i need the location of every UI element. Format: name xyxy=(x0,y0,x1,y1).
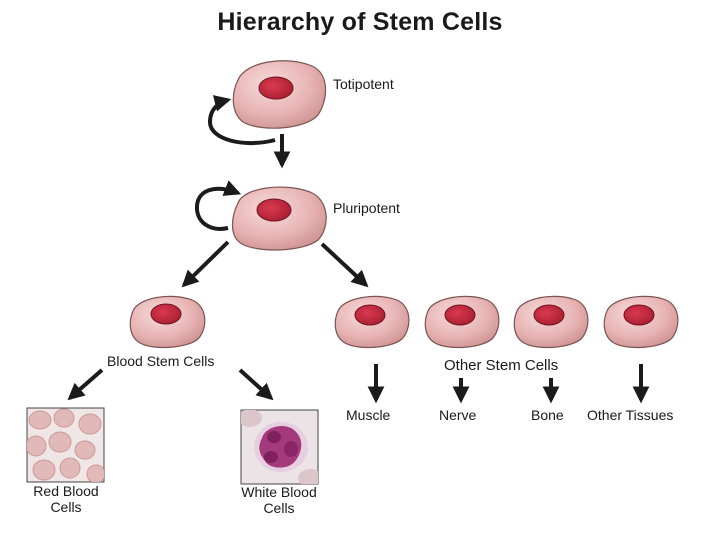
white-blood-cell-image xyxy=(240,409,319,485)
pluripotent-to-blood-arrow xyxy=(181,240,230,288)
pluripotent-label: Pluripotent xyxy=(333,200,400,216)
nerve-label: Nerve xyxy=(439,407,477,423)
blood-to-red-arrow xyxy=(67,368,104,401)
white-blood-cells-label-line1: White Blood xyxy=(241,484,317,500)
totipotent-label: Totipotent xyxy=(333,76,394,92)
diagram-title: Hierarchy of Stem Cells xyxy=(217,8,503,36)
red-blood-cells-label-line2: Cells xyxy=(50,499,82,515)
other-stem-cells-label: Other Stem Cells xyxy=(444,357,559,374)
other-tissues-label: Other Tissues xyxy=(587,407,674,423)
pluripotent-to-other-arrow xyxy=(320,242,369,288)
bone-label: Bone xyxy=(531,407,564,423)
muscle-label: Muscle xyxy=(346,407,391,423)
blood-to-white-arrow xyxy=(238,368,274,401)
blood-stem-cells-label: Blood Stem Cells xyxy=(107,353,215,369)
other-stem-cell-2 xyxy=(424,295,500,349)
pluripotent-cell xyxy=(231,186,327,251)
red-blood-cells-image xyxy=(26,407,105,483)
totipotent-cell xyxy=(232,60,327,129)
other-stem-cell-3 xyxy=(513,295,589,349)
totipotent-self-renew-arrow xyxy=(207,95,276,146)
blood-stem-cell xyxy=(129,295,206,349)
pluripotent-self-renew-arrow xyxy=(195,180,242,231)
other-stem-cell-4 xyxy=(603,295,679,349)
red-blood-cells-label-line1: Red Blood xyxy=(33,483,99,499)
other-stem-cell-1 xyxy=(334,295,410,349)
white-blood-cells-label-line2: Cells xyxy=(263,500,295,516)
